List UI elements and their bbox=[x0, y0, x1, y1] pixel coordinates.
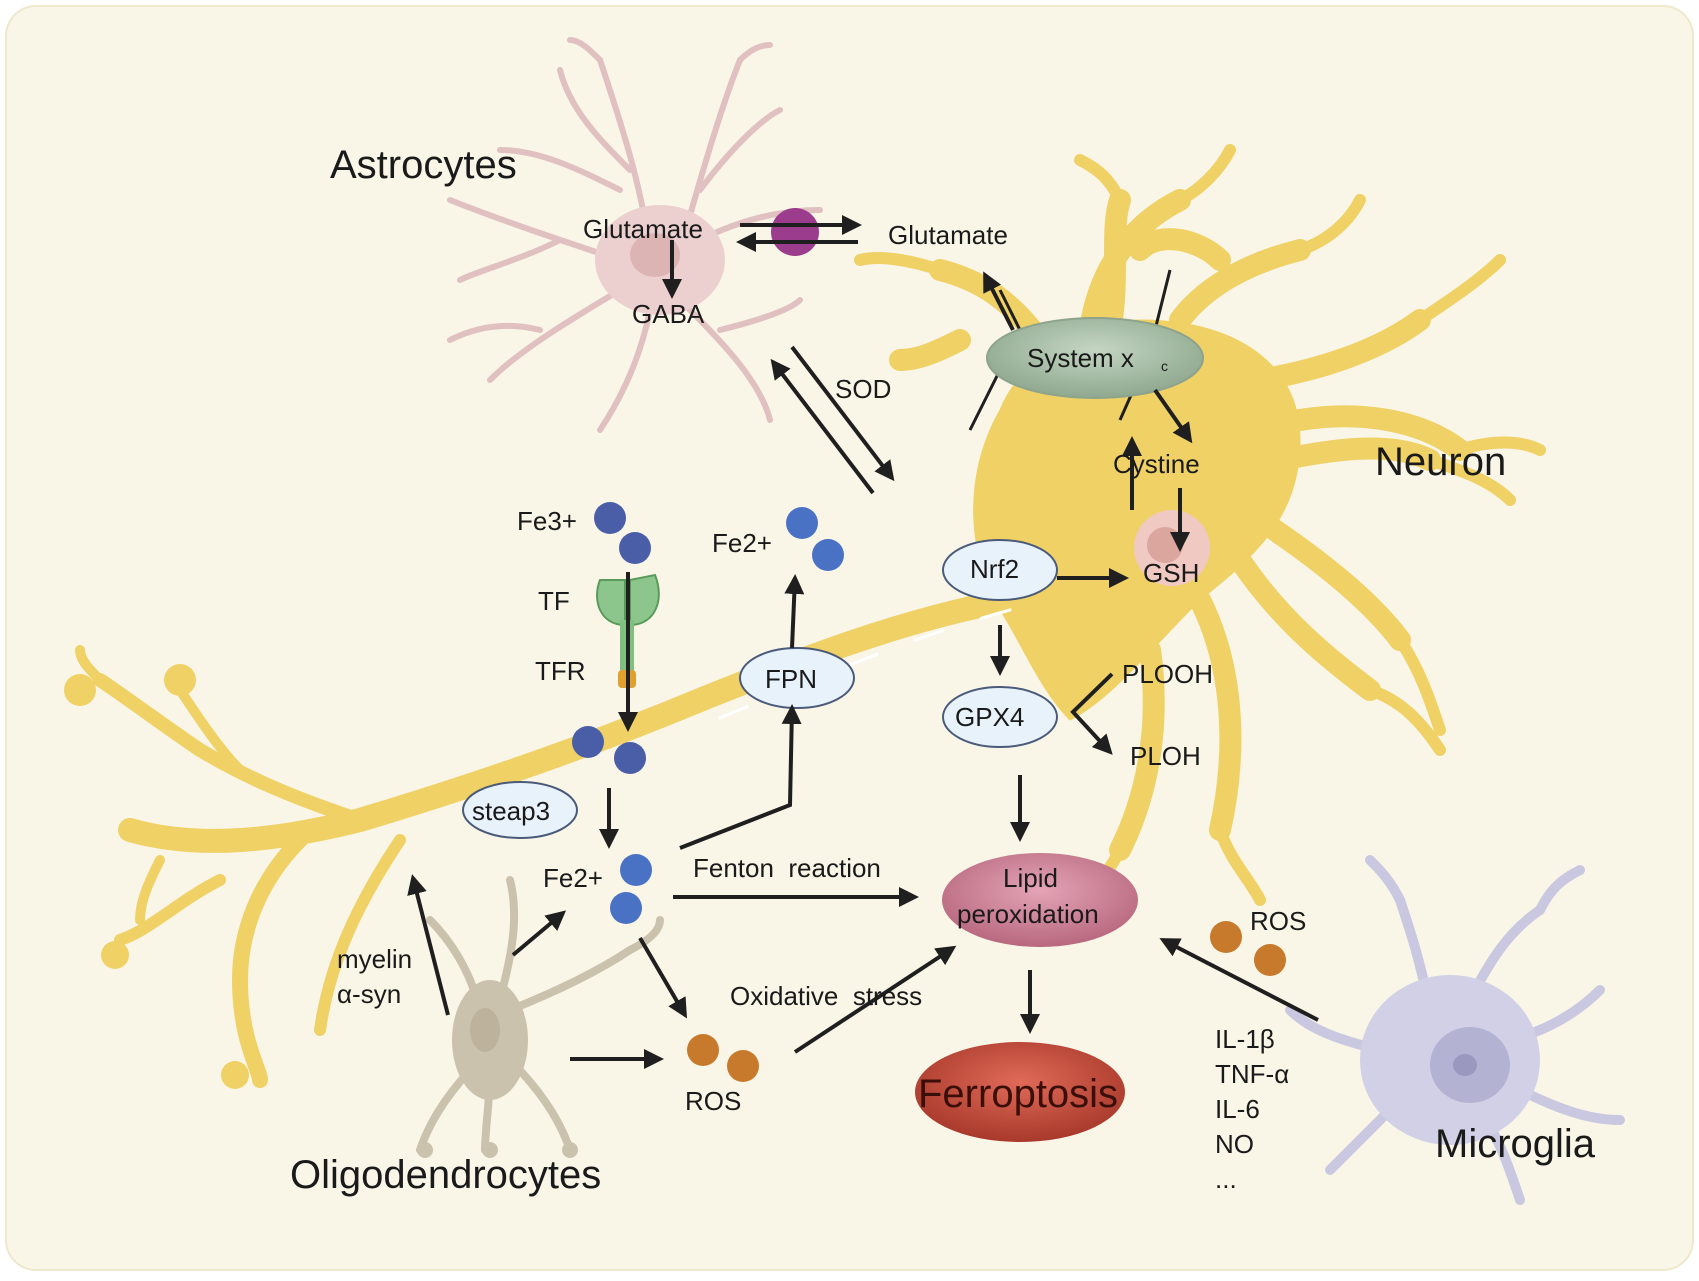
cystine-label: Cystine bbox=[1113, 449, 1200, 479]
microglia-title: Microglia bbox=[1435, 1122, 1596, 1166]
lipid-peroxidation-node bbox=[942, 853, 1138, 947]
fe3-label: Fe3+ bbox=[517, 506, 577, 536]
protein-ovals bbox=[462, 539, 1058, 839]
glutamate-astrocyte-label: Glutamate bbox=[583, 214, 703, 244]
oxidative-stress-label: Oxidative stress bbox=[730, 981, 922, 1011]
astrocyte-cell bbox=[447, 37, 823, 433]
neuron-title: Neuron bbox=[1375, 440, 1506, 484]
tf-label: TF bbox=[538, 586, 570, 616]
ferroptosis-node bbox=[915, 1042, 1125, 1142]
cytokine-3: IL-6 bbox=[1215, 1094, 1260, 1124]
system-xc-label: System x bbox=[1027, 343, 1134, 373]
cytokine-5: ... bbox=[1215, 1164, 1237, 1194]
fenton-reaction-label: Fenton reaction bbox=[693, 853, 881, 883]
gpx4-label: GPX4 bbox=[955, 702, 1024, 732]
gaba-label: GABA bbox=[632, 299, 705, 329]
plooh-label: PLOOH bbox=[1122, 659, 1213, 689]
cytokine-1: IL-1β bbox=[1215, 1024, 1275, 1054]
lipid-label-line1: Lipid bbox=[1003, 863, 1058, 893]
lipid-label-line2: peroxidation bbox=[957, 899, 1099, 929]
neuron-axon bbox=[64, 588, 1022, 1089]
cytokine-2: TNF-α bbox=[1215, 1059, 1289, 1089]
neuron-cell bbox=[854, 144, 1546, 906]
astrocytes-title: Astrocytes bbox=[330, 143, 517, 187]
ros-right-label: ROS bbox=[1250, 906, 1306, 936]
iron-ions bbox=[572, 502, 844, 924]
pathway-arrows bbox=[407, 215, 1319, 1069]
myelin-label: myelin bbox=[337, 944, 412, 974]
oligodendrocyte-cell bbox=[416, 876, 664, 1158]
ros-bottom-label: ROS bbox=[685, 1086, 741, 1116]
system-xc-subscript: c bbox=[1161, 358, 1168, 374]
ferroptosis-label: Ferroptosis bbox=[918, 1072, 1118, 1116]
oligodendrocytes-title: Oligodendrocytes bbox=[290, 1153, 601, 1197]
glutamate-transporter bbox=[771, 208, 819, 256]
system-xc-transporter bbox=[968, 269, 1204, 431]
microglia-cell bbox=[1285, 855, 1625, 1205]
glutamate-extracellular-label: Glutamate bbox=[888, 220, 1008, 250]
nrf2-oval bbox=[942, 539, 1058, 601]
steap3-label: steap3 bbox=[472, 796, 550, 826]
fpn-label: FPN bbox=[765, 664, 817, 694]
fe2-top-label: Fe2+ bbox=[712, 528, 772, 558]
steap3-oval bbox=[462, 781, 578, 839]
tfr-label: TFR bbox=[535, 656, 586, 686]
gsh-label: GSH bbox=[1143, 558, 1199, 588]
nrf2-label: Nrf2 bbox=[970, 554, 1019, 584]
asyn-label: α-syn bbox=[337, 979, 401, 1009]
ros-particles bbox=[687, 921, 1286, 1082]
cytokine-4: NO bbox=[1215, 1129, 1254, 1159]
sod-label: SOD bbox=[835, 374, 891, 404]
ploh-label: PLOH bbox=[1130, 741, 1201, 771]
gpx4-oval bbox=[942, 686, 1058, 748]
fe2-mid-label: Fe2+ bbox=[543, 863, 603, 893]
